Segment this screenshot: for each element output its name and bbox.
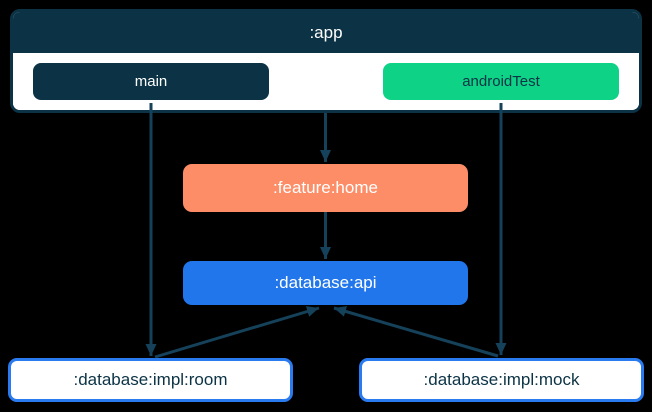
- node-database-impl-room: :database:impl:room: [8, 358, 293, 402]
- source-set-androidtest: androidTest: [383, 63, 619, 100]
- source-set-main: main: [33, 63, 269, 100]
- edge-impl-mock-to-database-api: [333, 306, 499, 358]
- node-app-module: :app main androidTest: [10, 9, 642, 113]
- node-app-body: main androidTest: [13, 53, 639, 110]
- edge-impl-room-to-database-api: [154, 306, 320, 359]
- node-database-impl-mock: :database:impl:mock: [359, 358, 644, 402]
- node-database-api: :database:api: [183, 261, 468, 305]
- node-feature-home: :feature:home: [183, 164, 468, 212]
- node-app-title: :app: [13, 12, 639, 53]
